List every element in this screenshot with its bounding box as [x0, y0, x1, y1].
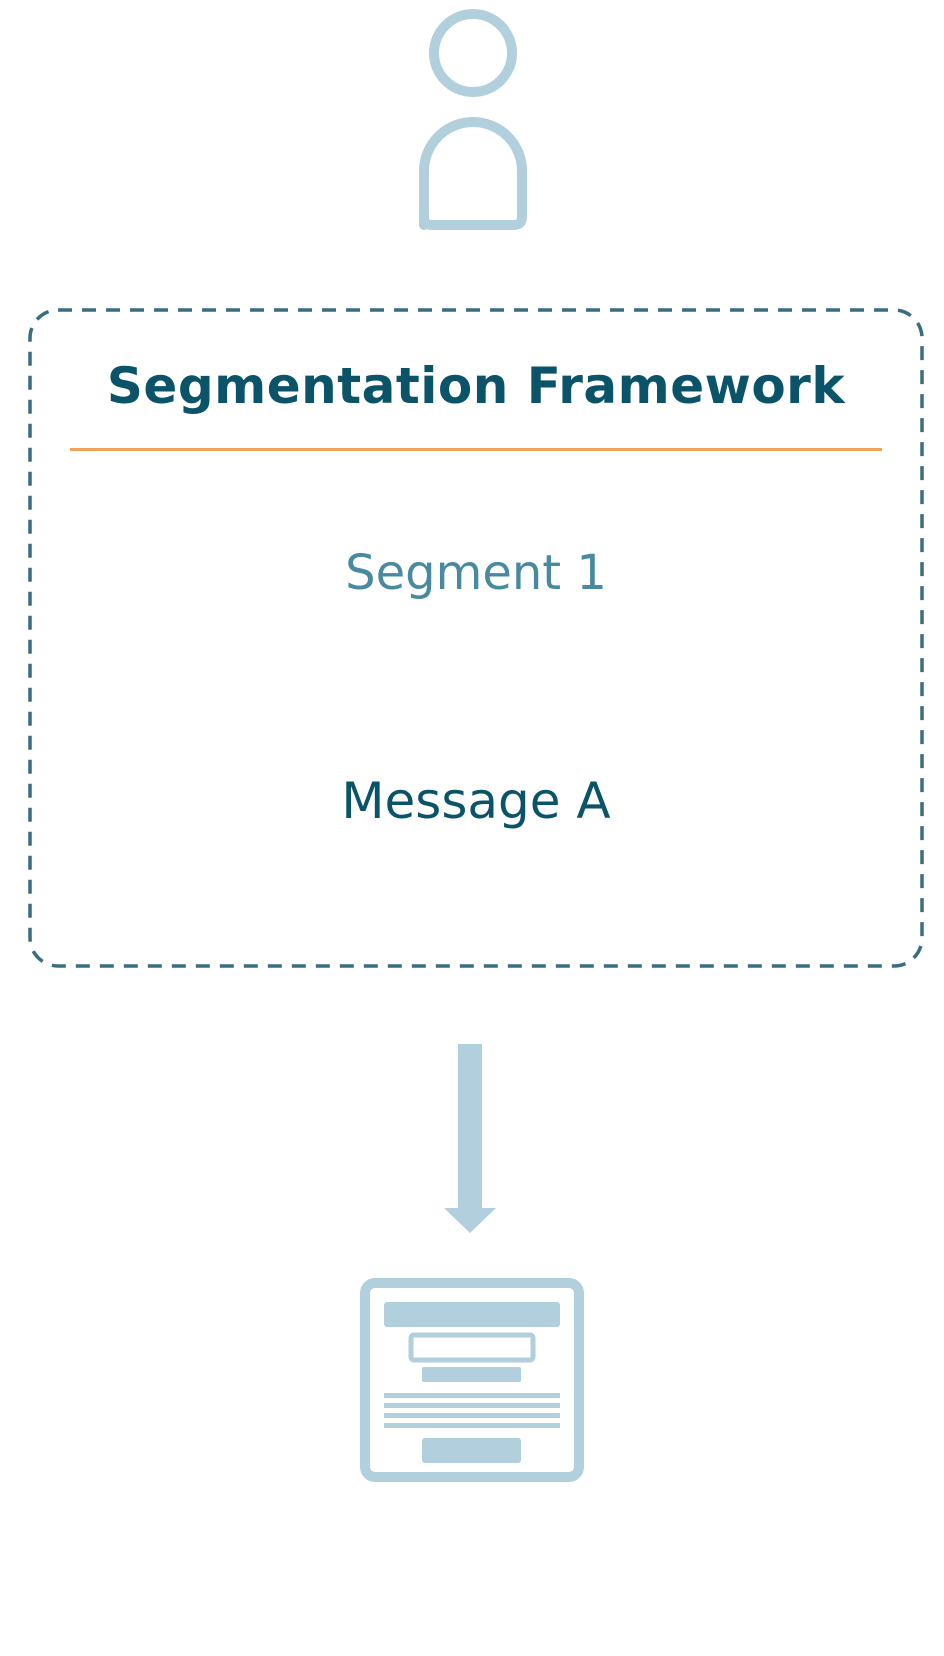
segmentation-framework-box: Segmentation Framework Segment 1 Message… — [28, 308, 924, 968]
person-icon — [419, 9, 527, 230]
webpage-icon — [360, 1278, 584, 1482]
segment-label: Segment 1 — [345, 545, 607, 601]
framework-title: Segmentation Framework — [106, 357, 846, 415]
dashed-border — [28, 308, 924, 968]
arrow-down-icon — [444, 1044, 496, 1233]
title-divider — [70, 448, 882, 451]
message-label: Message A — [341, 772, 611, 830]
